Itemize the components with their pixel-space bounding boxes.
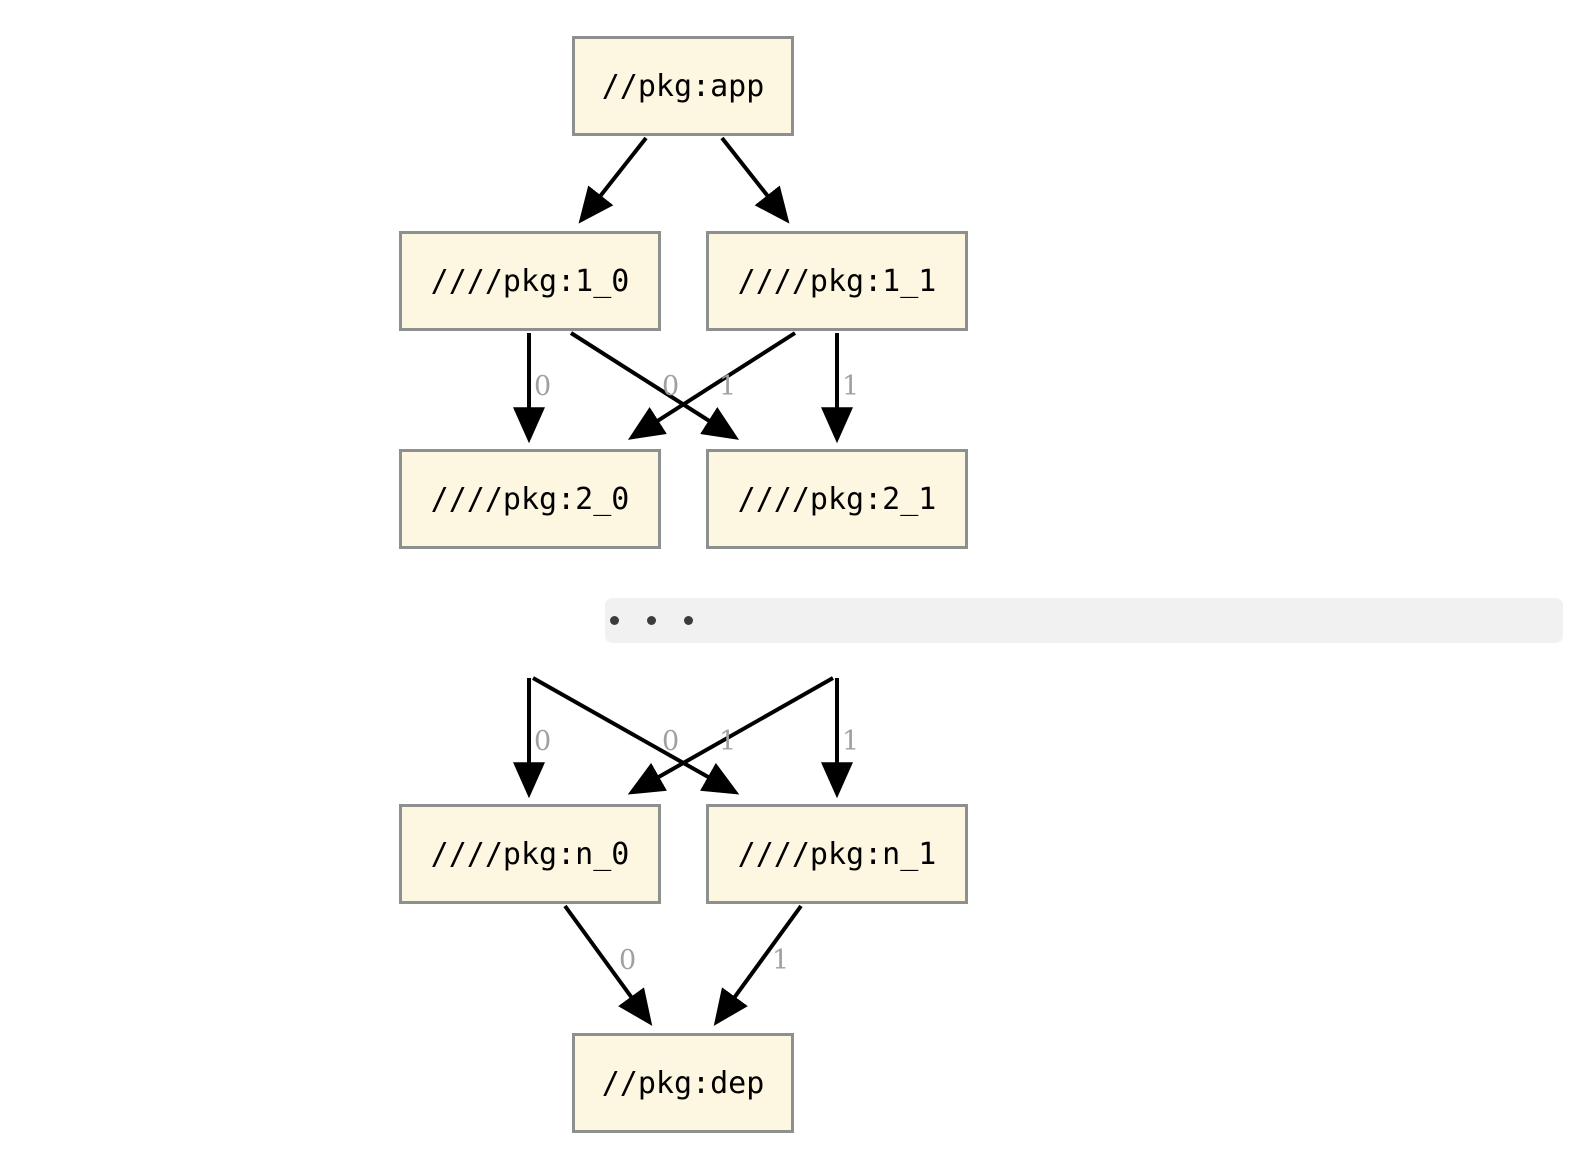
- graph-edge: [627, 331, 797, 440]
- graph-node-label: ////pkg:n_0: [430, 836, 630, 872]
- edge-label: 0: [619, 945, 637, 976]
- graph-node-label: //pkg:dep: [601, 1065, 765, 1101]
- graph-node-dep[interactable]: //pkg:dep: [572, 1033, 794, 1133]
- graph-node-n1_1[interactable]: ////pkg:1_1: [706, 231, 968, 331]
- edge-path-group: [513, 136, 853, 1026]
- edge-label: 1: [842, 726, 860, 757]
- edge-label: 1: [842, 371, 860, 402]
- ellipsis-separator-band: [605, 598, 1563, 643]
- edge-label: 1: [772, 945, 790, 976]
- graph-node-label: ////pkg:2_1: [737, 481, 937, 517]
- graph-edge: [563, 904, 653, 1026]
- graph-node-n1_0[interactable]: ////pkg:1_0: [399, 231, 661, 331]
- graph-node-nn_1[interactable]: ////pkg:n_1: [706, 804, 968, 904]
- graph-node-label: ////pkg:1_1: [737, 263, 937, 299]
- graph-node-label: ////pkg:2_0: [430, 481, 630, 517]
- edge-label: 0: [662, 371, 680, 402]
- graph-edge: [713, 904, 803, 1026]
- graph-edge: [578, 136, 648, 224]
- graph-node-label: //pkg:app: [601, 68, 765, 104]
- ellipsis-dot: [610, 616, 619, 625]
- graph-edge: [720, 136, 790, 224]
- edge-label: 0: [534, 726, 552, 757]
- graph-edge: [532, 676, 740, 795]
- graph-node-label: ////pkg:n_1: [737, 836, 937, 872]
- graph-node-n2_1[interactable]: ////pkg:2_1: [706, 449, 968, 549]
- ellipsis-dot: [647, 616, 656, 625]
- graph-node-label: ////pkg:1_0: [430, 263, 630, 299]
- graph-node-n2_0[interactable]: ////pkg:2_0: [399, 449, 661, 549]
- edge-label: 0: [662, 726, 680, 757]
- graph-edge: [627, 676, 834, 795]
- edge-label: 0: [534, 371, 552, 402]
- edge-label: 1: [719, 726, 737, 757]
- graph-edge: [569, 331, 740, 440]
- graph-node-app[interactable]: //pkg:app: [572, 36, 794, 136]
- graph-node-nn_0[interactable]: ////pkg:n_0: [399, 804, 661, 904]
- ellipsis-dot: [684, 616, 693, 625]
- edge-label: 1: [719, 371, 737, 402]
